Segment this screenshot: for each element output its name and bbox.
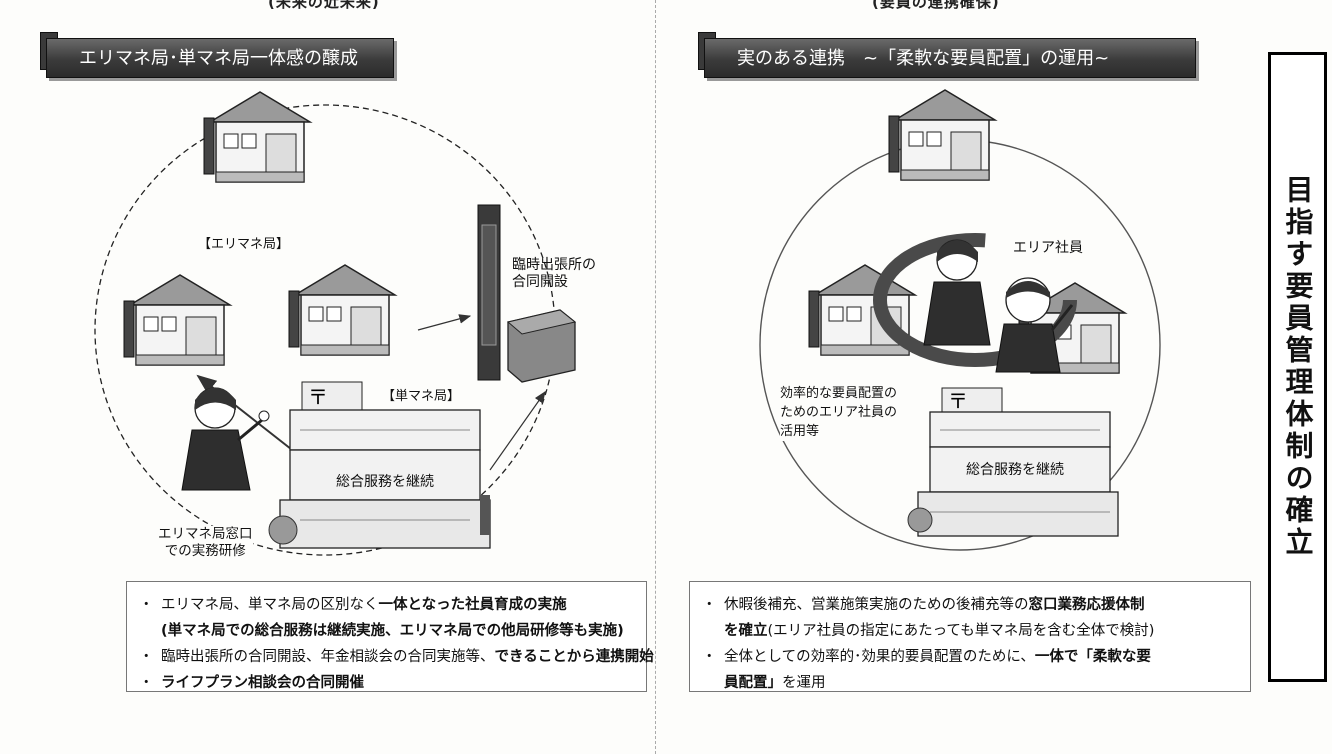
rotation-arrow — [873, 233, 1077, 367]
single-station-building: 〒 — [268, 381, 491, 549]
right-title-text: 実のある連携 ~「柔軟な要員配置」の運用~ — [704, 38, 1196, 78]
woman-figure-left — [181, 387, 270, 491]
house-top — [203, 91, 311, 183]
side-goal-box: 目指す要員管理体制の確立 — [1268, 52, 1327, 682]
right-full-service-label: 総合服務を継続 — [966, 462, 1064, 479]
right-top-text: (要員の連携確保) — [872, 0, 1000, 11]
right-bullet-1-sub: を確立(エリア社員の指定にあたっても単マネ局を含む全体で検討) — [724, 623, 1155, 639]
staff-figures — [923, 239, 1074, 373]
arrow-from-single — [489, 391, 546, 471]
house-left — [123, 274, 231, 366]
side-goal-label: 目指す要員管理体制の確立 — [1281, 175, 1315, 559]
right-bullet-1: 休暇後補充、営業施策実施のための後補充等の窓口業務応援体制 — [702, 592, 1238, 618]
svg-text:〒: 〒 — [948, 389, 968, 413]
panel-divider — [655, 0, 658, 754]
right-bullet-box: 休暇後補充、営業施策実施のための後補充等の窓口業務応援体制 を確立(エリア社員の… — [689, 581, 1251, 692]
house-middle — [288, 264, 396, 356]
training-label: エリマネ局窓口 での実務研修 — [158, 526, 253, 560]
house-right-top — [888, 89, 996, 181]
left-top-text: (未来の近未来) — [268, 0, 380, 11]
left-full-service-label: 総合服務を継続 — [336, 474, 434, 491]
left-bullet-1: エリマネ局、単マネ局の区別なく一体となった社員育成の実施 — [139, 592, 634, 618]
right-bullet-2-sub: 員配置」を運用 — [724, 675, 826, 691]
left-bullet-1-sub: (単マネ局での総合服務は継続実施、エリマネ局での他局研修等も実施) — [161, 623, 624, 639]
left-bullet-box: エリマネ局、単マネ局の区別なく一体となった社員育成の実施 (単マネ局での総合服務… — [126, 581, 654, 696]
arrow-to-temp-office — [417, 314, 472, 331]
area-station-label: 【エリマネ局】 — [198, 237, 290, 252]
svg-text:〒: 〒 — [308, 385, 328, 409]
left-bullet-2: 臨時出張所の合同開設、年金相談会の合同実施等、できることから連携開始 — [139, 644, 654, 670]
efficient-use-label: 効率的な要員配置の ためのエリア社員の 活用等 — [780, 384, 898, 441]
left-bullet-3: ライフプラン相談会の合同開催 — [139, 670, 634, 696]
left-title-text: エリマネ局･単マネ局一体感の醸成 — [46, 38, 394, 78]
area-staff-label: エリア社員 — [1013, 240, 1083, 256]
right-bullet-2: 全体としての効率的･効果的要員配置のために、一体で「柔軟な要 — [702, 644, 1238, 670]
temp-office-label: 臨時出張所の 合同開設 — [512, 257, 596, 290]
single-station-label: 【単マネ局】 — [382, 389, 461, 404]
